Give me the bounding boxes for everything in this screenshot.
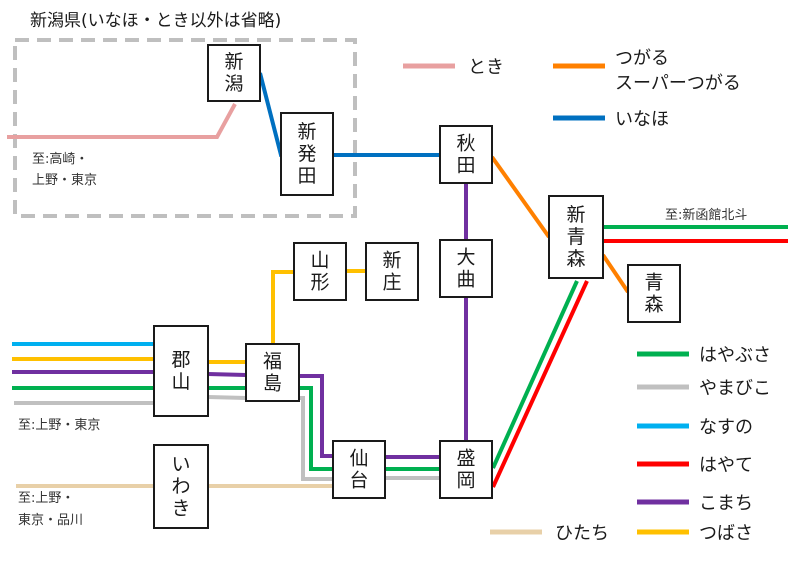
line-toki [7,103,237,139]
station-label: 山 [171,371,190,393]
station-label: 岡 [456,470,475,492]
line-komachi-fukushima-sendai [299,374,333,458]
note-niigata-dest-1: 至:高崎・ [32,151,88,167]
line-yamabiko-koriyama-fukushima [207,395,247,400]
note-iwaki-dest-1: 至:上野・ [18,491,74,506]
station-koriyama: 郡山 [153,325,209,417]
line-hayabusa-morioka [491,280,579,469]
line-hayabusa-fukushima-sendai [299,386,333,471]
station-box [332,440,386,499]
station-box [439,239,493,298]
station-yamagata: 山形 [293,242,347,301]
station-label: 田 [297,165,316,187]
station-label: 郡 [171,349,190,371]
station-box [153,444,209,529]
legend-label: スーパーつがる [615,73,741,94]
line-tsubasa-yamagata [271,270,294,344]
station-box [207,44,261,102]
note-iwaki-dest-2: 東京・品川 [18,512,83,528]
note-niigata-dest-2: 上野・東京 [32,172,97,188]
legend-label: とき [468,57,504,78]
station-label: 田 [456,155,475,177]
legend-label: つばさ [699,523,753,544]
legend-label: やまびこ [699,378,771,399]
legend-label: つがる [615,48,669,69]
station-label: 新 [382,250,401,272]
station-box [365,242,419,301]
station-label: 青 [566,226,585,248]
station-shin-aomori: 新青森 [548,195,604,279]
station-shibata: 新発田 [280,112,334,196]
station-morioka: 盛岡 [439,440,493,499]
station-label: 仙 [349,448,368,470]
station-label: 新 [224,51,243,73]
region-title: 新潟県(いなほ・とき以外は省略) [30,11,281,31]
legend-label: なすの [699,417,753,438]
station-label: き [171,498,190,520]
station-box [245,343,300,402]
legend-label: こまち [699,493,753,514]
legend-item-yamabiko: やまびこ [637,378,771,399]
station-label: 盛 [456,448,475,470]
station-label: 庄 [382,272,401,294]
legend-item-hitachi: ひたち [490,523,609,544]
legend-item-hayate: はやて [637,455,753,476]
line-komachi-koriyama-fukushima [207,372,247,377]
legend-item-tsubasa: つばさ [637,523,753,544]
station-shinjo: 新庄 [365,242,419,301]
station-fukushima: 福島 [245,343,300,402]
station-label: 島 [263,373,282,395]
station-box [548,195,604,279]
legend-item-komachi: こまち [637,493,753,514]
legend-item-inaho: いなほ [553,109,669,130]
station-label: 形 [310,272,329,294]
station-box [153,325,209,417]
station-iwaki: いわき [153,444,209,529]
legend-item-toki: とき [403,57,504,78]
station-label: 青 [644,272,663,294]
station-label: 森 [566,248,585,270]
station-omagari: 大曲 [439,239,493,298]
station-sendai: 仙台 [332,440,386,499]
line-tsugaru-akita [490,155,551,239]
station-label: 秋 [456,133,475,155]
station-box [293,242,347,301]
legend-label: はやぶさ [699,345,771,366]
line-tsugaru-aomori [601,253,630,294]
legend-label: いなほ [615,109,669,130]
station-label: 福 [263,351,282,373]
station-aomori: 青森 [627,264,681,323]
legend-item-nasuno: なすの [637,417,753,438]
line-hayate-morioka [491,280,589,488]
station-label: 山 [310,250,329,272]
station-label: 森 [644,294,663,316]
station-label: い [171,454,190,476]
station-akita: 秋田 [439,125,493,184]
note-koriyama-dest: 至:上野・東京 [18,417,100,433]
station-box [439,125,493,184]
niigata-region-border [13,38,357,218]
station-label: 曲 [456,269,475,291]
station-label: 台 [349,470,368,492]
line-yamabiko-fukushima-sendai [299,396,333,481]
station-box [439,440,493,499]
station-label: 発 [297,143,316,165]
station-label: 潟 [224,73,243,95]
station-label: 新 [297,121,316,143]
station-label: 新 [566,204,585,226]
legend-label: はやて [699,455,753,476]
station-box [280,112,334,196]
note-hakodate-dest: 至:新函館北斗 [665,207,747,223]
station-label: 大 [456,247,475,269]
legend-item-hayabusa: はやぶさ [637,345,771,366]
station-label: わ [171,476,190,498]
station-niigata: 新潟 [207,44,261,102]
legend-label: ひたち [555,523,609,544]
station-box [627,264,681,323]
